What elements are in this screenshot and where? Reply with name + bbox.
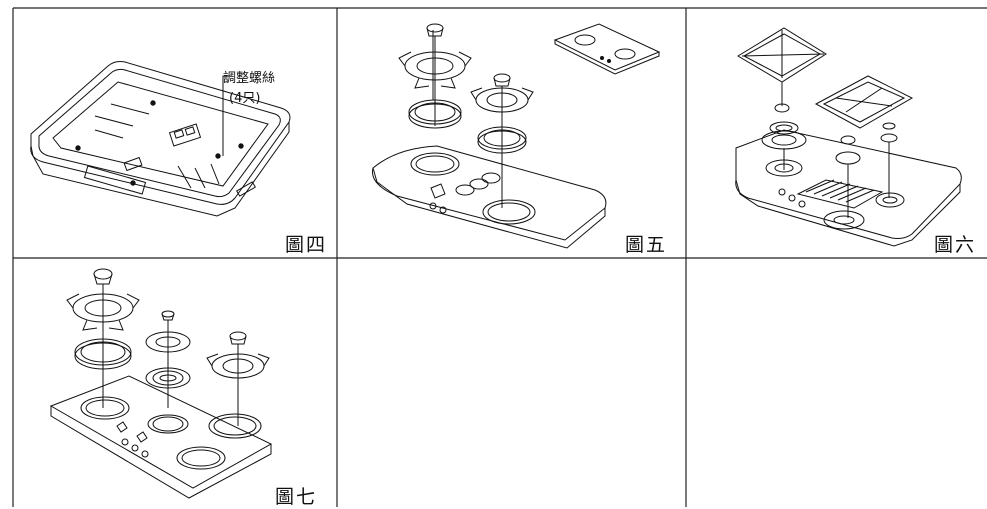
annotation-screws-label: 調整螺絲 [223,71,276,86]
figure-6-caption: 圖六 [934,234,977,256]
figure-7-cell: 圖七 [13,258,337,508]
figure-4-drawing [13,8,337,258]
figure-6-cell: 圖六 [686,8,987,258]
figure-7-caption: 圖七 [275,486,318,508]
empty-cell-right [686,258,987,507]
figure-7-drawing [13,258,337,507]
figure-5-drawing [337,8,686,258]
annotation-screws-count: (4只) [229,91,261,106]
figure-5-caption: 圖五 [625,234,668,256]
figure-4-caption: 圖四 [285,234,328,256]
empty-cell-middle [337,258,686,507]
figure-6-drawing [686,8,987,258]
figure-5-cell: 圖五 [337,8,686,258]
figure-4-cell: 調整螺絲 (4只) 圖四 [13,8,337,258]
